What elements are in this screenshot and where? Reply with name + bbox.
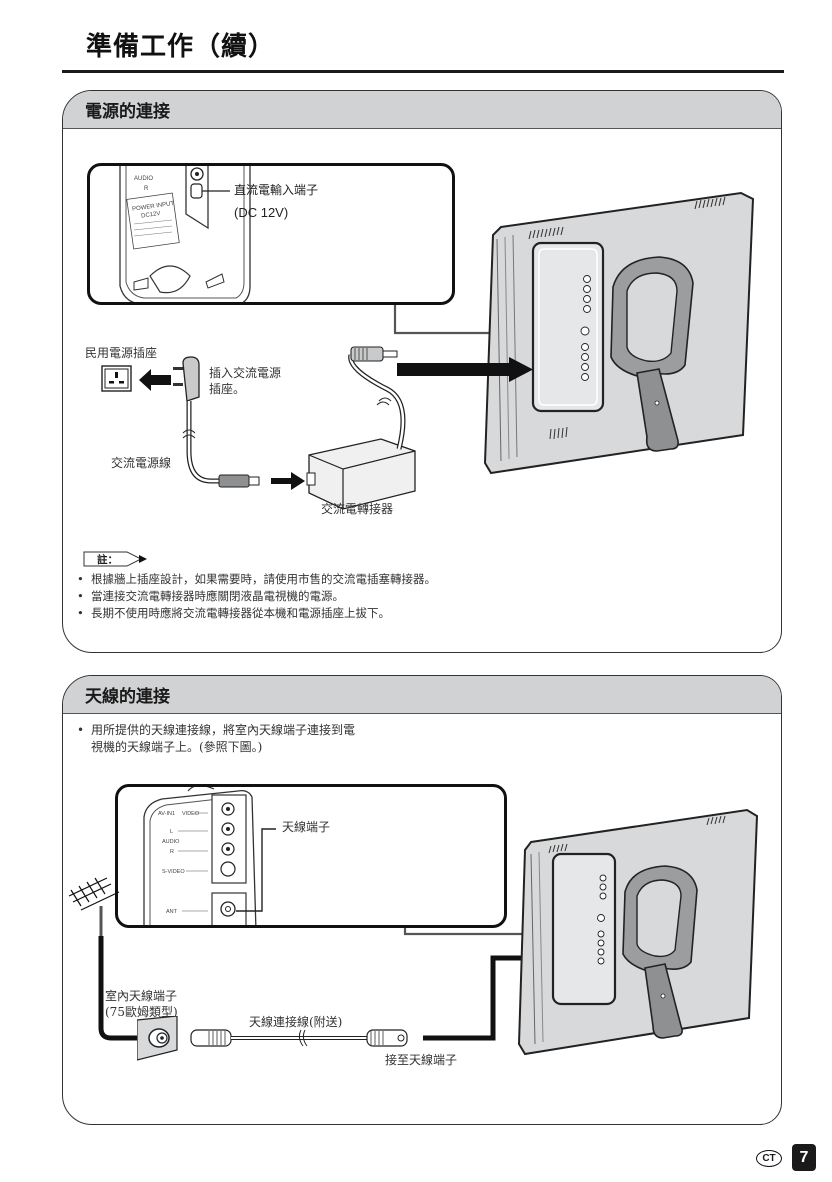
antenna-terminal-callout: AV-IN1 VIDEO L AUDIO R S-VIDEO ANT 天線端子 <box>115 784 507 928</box>
section-heading: 電源的連接 <box>63 91 781 129</box>
audio-label: AUDIO <box>162 839 180 845</box>
ac-cord-label: 交流電源線 <box>111 456 172 470</box>
av-panel-closeup: AV-IN1 VIDEO L AUDIO R S-VIDEO ANT <box>143 787 276 925</box>
tv-rear-illustration <box>483 191 755 475</box>
arrow-to-tv <box>397 357 533 382</box>
cable-label: 天線連接線(附送) <box>249 1015 343 1029</box>
note-tag: 註： <box>83 551 147 567</box>
page-number: 7 <box>792 1144 816 1171</box>
tv-rear-illustration <box>517 808 759 1056</box>
video-label: VIDEO <box>182 811 200 817</box>
dc-voltage-label: (DC 12V) <box>234 205 289 220</box>
note-item: •當連接交流電轉接器時應關閉液晶電視機的電源。 <box>77 589 344 603</box>
antenna-intro-text: •用所提供的天線連接線，將室內天線端子連接到電 視機的天線端子上。(參照下圖。) <box>77 723 356 754</box>
ac-adapter-label: 交流電轉接器 <box>321 502 394 516</box>
to-terminal-label: 接至天線端子 <box>385 1053 458 1067</box>
note-item: •長期不使用時應將交流電轉接器從本機和電源插座上拔下。 <box>77 606 390 620</box>
note-tag-label: 註： <box>97 553 118 566</box>
title-rule <box>62 70 784 73</box>
wall-outlet-label: 民用電源插座 <box>85 346 158 360</box>
antenna-icon <box>68 877 120 976</box>
dc12v-label: DC12V <box>141 211 161 220</box>
dc-input-callout: AUDIO R POWER INPUT DC12V 直流電輸入端子 (DC 12… <box>87 163 455 305</box>
section-heading: 天線的連接 <box>63 676 781 714</box>
power-connection-section: 電源的連接 AUDIO R POWER INPUT DC12V 直流電輸入端子 … <box>62 90 782 653</box>
indoor-terminal-label: 室內天線端子 <box>105 989 178 1003</box>
ac-plug-and-cord <box>173 346 416 510</box>
wall-outlet-icon <box>101 365 132 392</box>
note-item: •根據牆上插座設計，如果需要時，請使用市售的交流電插塞轉接器。 <box>77 572 436 586</box>
language-badge: CT <box>756 1150 782 1167</box>
dc-input-label: 直流電輸入端子 <box>234 183 319 197</box>
page-title: 準備工作（續） <box>86 32 276 62</box>
audio-l-label: L <box>170 829 173 835</box>
terminal-panel-closeup: AUDIO R POWER INPUT DC12V <box>119 166 251 302</box>
s-video-label: S-VIDEO <box>162 869 185 875</box>
plug-into-label: 插入交流電源 <box>209 366 282 380</box>
antenna-connection-section: 天線的連接 •用所提供的天線連接線，將室內天線端子連接到電 視機的天線端子上。(… <box>62 675 782 1125</box>
antenna-terminal-label: 天線端子 <box>282 820 331 834</box>
audio-r-label: R <box>170 849 174 855</box>
av-in1-label: AV-IN1 <box>158 811 175 817</box>
indoor-terminal-type-label: (75歐姆類型) <box>105 1005 178 1019</box>
coax-cable-illustration <box>137 1016 408 1061</box>
audio-r-label: R <box>144 186 149 192</box>
audio-port-label: AUDIO <box>134 176 153 182</box>
ant-label: ANT <box>166 909 178 915</box>
plug-arrow <box>139 369 171 391</box>
power-input-label: POWER INPUT <box>132 201 175 213</box>
plug-into-label-2: 插座。 <box>209 382 246 396</box>
notes-list: •根據牆上插座設計，如果需要時，請使用市售的交流電插塞轉接器。 •當連接交流電轉… <box>77 571 436 622</box>
